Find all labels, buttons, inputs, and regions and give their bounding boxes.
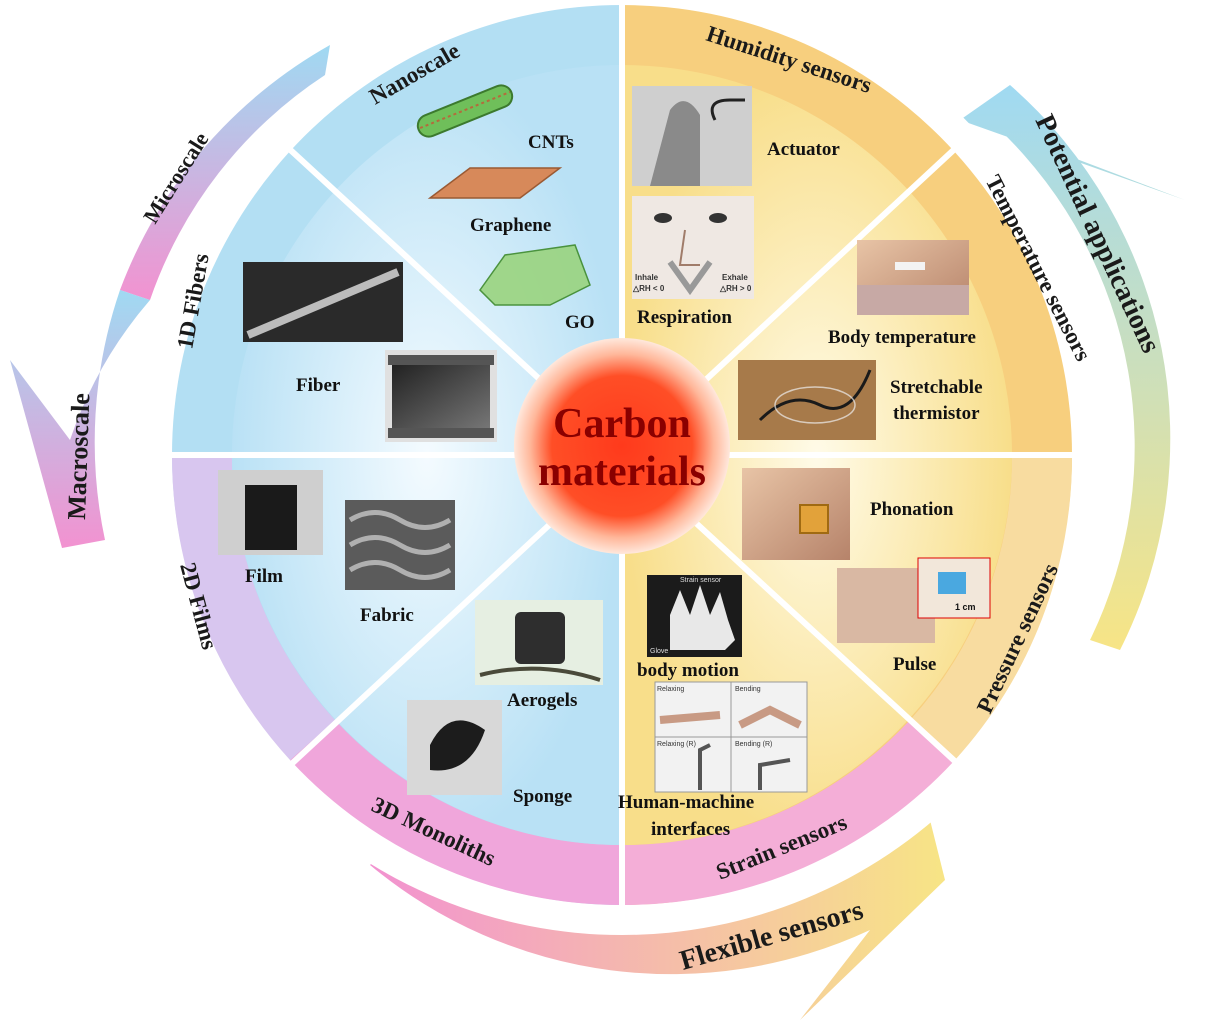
strain-sensor-image-label: Strain sensor bbox=[680, 577, 722, 584]
hmi-image: Relaxing Bending Relaxing (R) Bending (R… bbox=[654, 681, 808, 793]
aerogels-label: Aerogels bbox=[507, 690, 577, 711]
phonation-image bbox=[742, 468, 850, 560]
graphene-image bbox=[427, 167, 563, 199]
actuator-label: Actuator bbox=[767, 139, 840, 160]
fiber-label: Fiber bbox=[296, 375, 341, 396]
cnt-image bbox=[416, 84, 514, 138]
stretchable-thermistor-label-line2: thermistor bbox=[893, 403, 980, 424]
stretchable-thermistor-label-line1: Stretchable bbox=[890, 377, 983, 398]
cnts-label: CNTs bbox=[528, 132, 574, 153]
flexible-sensors-arrow bbox=[370, 820, 945, 1020]
go-image bbox=[479, 244, 591, 306]
macroscale-arrow bbox=[10, 290, 150, 548]
center-core bbox=[514, 338, 730, 554]
exhale-rh-label: △RH > 0 bbox=[719, 284, 752, 293]
pressure-ring-segment bbox=[910, 455, 1073, 760]
aerogel-image bbox=[475, 600, 603, 685]
center-title-line2: materials bbox=[538, 449, 706, 495]
bending-label: Bending bbox=[735, 686, 761, 693]
hmi-label-line1: Human-machine bbox=[618, 792, 754, 813]
relaxing-label: Relaxing bbox=[657, 686, 684, 693]
glove-image-label: Glove bbox=[650, 648, 668, 655]
pulse-image: 1 cm bbox=[837, 557, 991, 643]
hmi-label-line2: interfaces bbox=[651, 819, 730, 840]
monoliths-ring-segment bbox=[290, 720, 622, 906]
inhale-label: Inhale bbox=[635, 273, 659, 282]
sponge-image bbox=[407, 700, 502, 795]
pulse-scale-bar-label: 1 cm bbox=[955, 602, 976, 612]
fabric-label: Fabric bbox=[360, 605, 414, 626]
respiration-label: Respiration bbox=[637, 307, 732, 328]
film-label: Film bbox=[245, 566, 283, 587]
strain-ring-segment bbox=[622, 720, 955, 906]
body-temperature-image bbox=[857, 240, 969, 315]
fiber-sem-image bbox=[243, 262, 403, 342]
fiber-spool-image bbox=[385, 350, 497, 442]
phonation-label: Phonation bbox=[870, 499, 954, 520]
bending-r-label: Bending (R) bbox=[735, 741, 772, 748]
macroscale-label: Macroscale bbox=[62, 393, 95, 521]
fabric-image bbox=[345, 500, 455, 590]
exhale-label: Exhale bbox=[722, 273, 748, 282]
center-title-line1: Carbon bbox=[553, 401, 691, 447]
respiration-image: Inhale △RH < 0 Exhale △RH > 0 bbox=[632, 196, 754, 299]
pulse-label: Pulse bbox=[893, 654, 936, 675]
actuator-image bbox=[632, 86, 752, 186]
microscale-arrow bbox=[120, 45, 330, 300]
potential-applications-arrow bbox=[960, 85, 1185, 650]
body-motion-label: body motion bbox=[637, 660, 739, 681]
stretchable-thermistor-image bbox=[738, 360, 876, 440]
glove-image: Strain sensor Glove bbox=[647, 575, 742, 657]
body-temperature-label: Body temperature bbox=[828, 327, 976, 348]
relaxing-r-label: Relaxing (R) bbox=[657, 741, 696, 748]
go-label: GO bbox=[565, 312, 595, 333]
graphene-label: Graphene bbox=[470, 215, 551, 236]
inhale-rh-label: △RH < 0 bbox=[632, 284, 665, 293]
films-ring-segment bbox=[171, 455, 335, 760]
film-image bbox=[218, 470, 323, 555]
sponge-label: Sponge bbox=[513, 786, 572, 807]
